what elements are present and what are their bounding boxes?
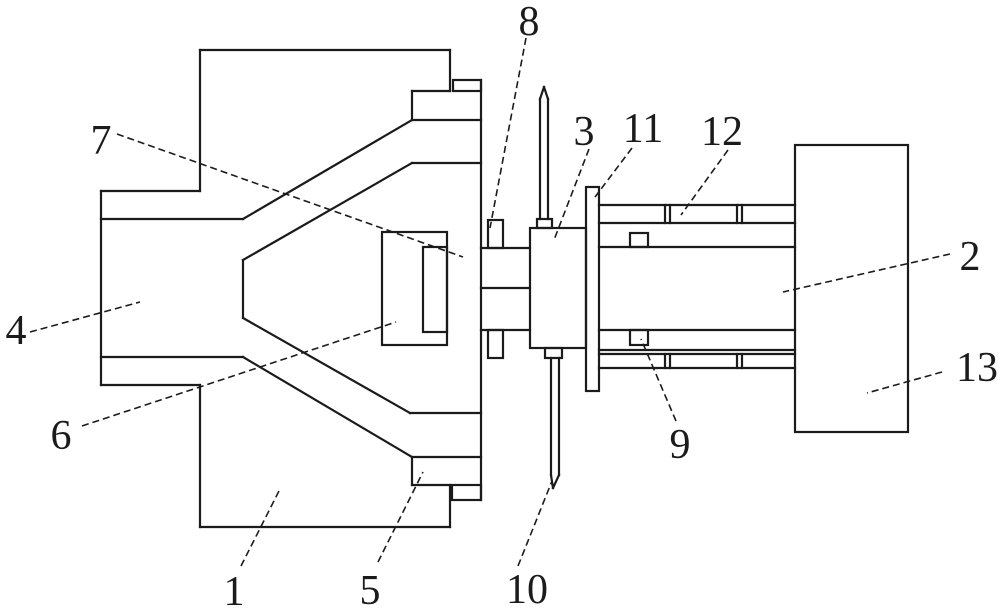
cone-cavity [99, 118, 483, 459]
block-3 [528, 226, 588, 360]
cone-cavity-line [241, 118, 414, 221]
leader-line-4 [29, 301, 141, 333]
needle-top-line [538, 85, 546, 101]
leader-line-1 [240, 488, 281, 567]
leader-line-9 [640, 338, 677, 422]
left-body [99, 48, 483, 529]
flange-rect [584, 185, 601, 393]
needle-top [535, 85, 554, 230]
shaft-rect [486, 218, 505, 250]
shaft-rect [486, 328, 505, 360]
cone-cavity-line [241, 355, 414, 459]
left-body-rect [450, 483, 483, 502]
part-label-2: 2 [960, 234, 981, 280]
clamp-insert-rect [380, 230, 449, 347]
part-label-4: 4 [6, 308, 27, 354]
part-label-5: 5 [360, 568, 381, 609]
left-body-rect [451, 78, 483, 93]
cone-cavity-line [241, 316, 412, 415]
part-label-11: 11 [623, 106, 663, 152]
part-label-6: 6 [51, 413, 72, 459]
part-label-1: 1 [224, 569, 245, 609]
leader-line-2 [782, 253, 951, 293]
leader-line-12 [680, 149, 729, 216]
block-2 [793, 143, 910, 434]
needle-top-line [542, 85, 550, 101]
cone-cavity-line [241, 161, 414, 262]
block-2-rect [793, 143, 910, 434]
shaft [479, 218, 532, 360]
leader-line-6 [81, 321, 397, 427]
part-label-8: 8 [519, 0, 540, 45]
flange [584, 185, 601, 393]
needle-bottom-line [551, 473, 561, 490]
needle-top-rect [535, 217, 554, 230]
part-label-9: 9 [670, 422, 691, 468]
leader-line-8 [489, 37, 527, 229]
clamp-insert-rect [421, 245, 449, 334]
part-label-7: 7 [91, 118, 112, 164]
part-label-12: 12 [701, 109, 743, 155]
part-label-3: 3 [574, 109, 595, 155]
needle-bottom [549, 356, 561, 490]
leader-line-3 [553, 148, 590, 241]
leader-line-13 [866, 371, 943, 394]
leader-line-11 [594, 147, 633, 198]
leader-line-5 [377, 471, 424, 563]
rails-top-rect [628, 231, 650, 249]
block-3-rect [528, 226, 588, 350]
rails-bottom-rect [628, 328, 650, 347]
leader-line-7 [116, 133, 464, 258]
block-3-rect [543, 346, 564, 360]
part-label-13: 13 [956, 345, 998, 391]
part-label-10: 10 [506, 567, 548, 609]
clamp-insert [380, 230, 449, 347]
rails-top [597, 203, 797, 249]
leader-line-10 [517, 480, 553, 567]
rails-bottom [597, 328, 797, 370]
